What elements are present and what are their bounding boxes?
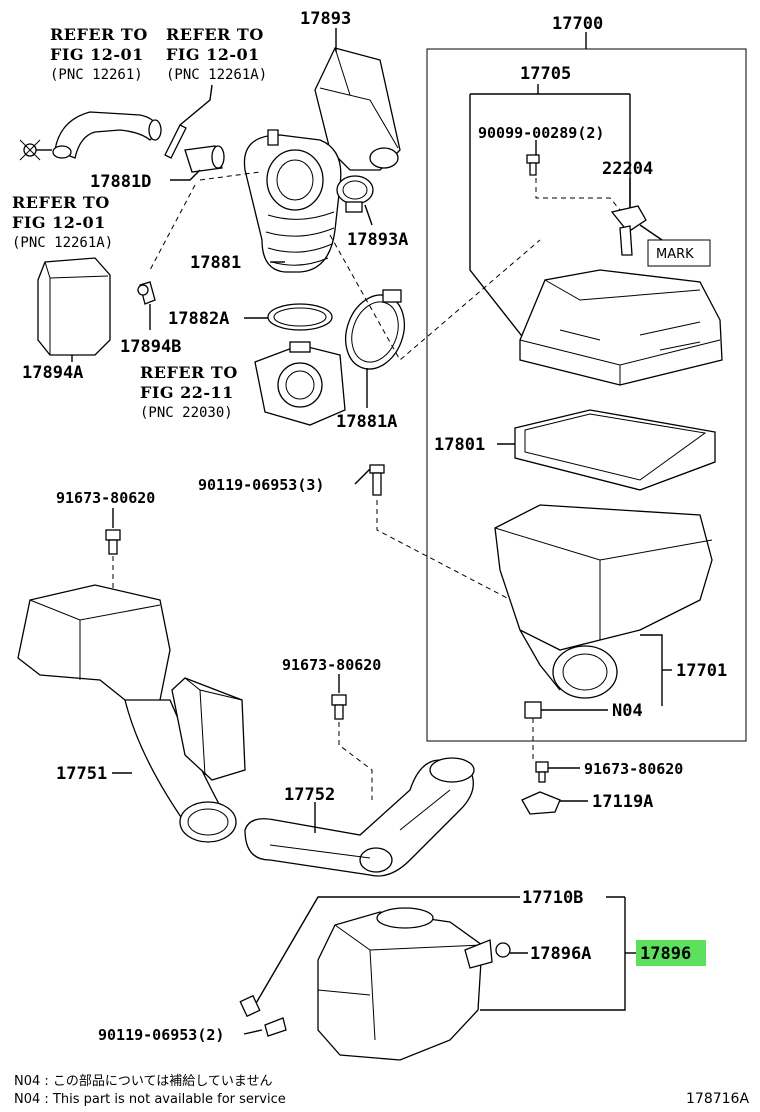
label-17896[interactable]: 17896: [640, 944, 691, 964]
label-mark: MARK: [656, 247, 694, 262]
label-17751[interactable]: 17751: [56, 764, 107, 784]
ref3-line2: FIG 12-01: [12, 213, 106, 232]
bolt-90119-b: [239, 994, 287, 1037]
grommet-N04: [524, 701, 542, 719]
clip-icon: [19, 139, 41, 161]
label-17894B[interactable]: 17894B: [120, 337, 181, 357]
screw-90099: [526, 154, 540, 176]
intake-hose-17881: [243, 129, 342, 273]
label-91673-a[interactable]: 91673-80620: [56, 489, 155, 507]
breather-hose-12261A: [164, 84, 213, 159]
hose-12261: [52, 111, 162, 159]
label-17710B[interactable]: 17710B: [522, 888, 583, 908]
air-cleaner-case-17701: [494, 504, 713, 699]
mark-box: [647, 239, 711, 267]
ref1-line1: REFER TO: [50, 25, 148, 44]
grommet-17896A: [495, 942, 511, 958]
label-17700[interactable]: 17700: [552, 14, 603, 34]
ref4-pnc[interactable]: (PNC 22030): [140, 405, 233, 421]
label-17701[interactable]: 17701: [676, 661, 727, 681]
figure-number: 178716A: [686, 1091, 749, 1107]
label-22204[interactable]: 22204: [602, 159, 653, 179]
note-jp: N04 : この部品については補給していません: [14, 1074, 272, 1089]
ref1-line2: FIG 12-01: [50, 45, 144, 64]
label-17881[interactable]: 17881: [190, 253, 241, 273]
inlet-duct-17751: [17, 584, 246, 843]
label-N04[interactable]: N04: [612, 701, 643, 721]
bolt-91673-a: [105, 529, 121, 555]
label-17752[interactable]: 17752: [284, 785, 335, 805]
bolt-91673-c: [535, 761, 549, 783]
ref4-line1: REFER TO: [140, 363, 238, 382]
air-cleaner-cap-17705: [519, 269, 723, 386]
label-17896A[interactable]: 17896A: [530, 944, 591, 964]
ref3-pnc[interactable]: (PNC 12261A): [12, 235, 113, 251]
connector-17881D: [184, 145, 225, 173]
label-17894A[interactable]: 17894A: [22, 363, 83, 383]
ref2-line2: FIG 12-01: [166, 45, 260, 64]
resonator-17896: [317, 907, 493, 1061]
throttle-body-22030: [254, 341, 346, 426]
label-17705[interactable]: 17705: [520, 64, 571, 84]
label-17881A[interactable]: 17881A: [336, 412, 397, 432]
air-filter-17801: [514, 409, 716, 491]
label-90099[interactable]: 90099-00289(2): [478, 124, 604, 142]
label-17893[interactable]: 17893: [300, 9, 351, 29]
label-91673-c[interactable]: 91673-80620: [584, 760, 683, 778]
ref1-pnc[interactable]: (PNC 12261): [50, 67, 143, 83]
sensor-17894B: [137, 281, 156, 330]
label-17882A[interactable]: 17882A: [168, 309, 229, 329]
label-91673-b[interactable]: 91673-80620: [282, 656, 381, 674]
bolt-90119-a: [369, 464, 385, 496]
label-17119A[interactable]: 17119A: [592, 792, 653, 812]
highlight-17896: [636, 940, 706, 966]
ref2-line1: REFER TO: [166, 25, 264, 44]
cleaner-17894A: [37, 257, 111, 356]
label-90119-b[interactable]: 90119-06953(2): [98, 1026, 224, 1044]
label-17881D[interactable]: 17881D: [90, 172, 151, 192]
duct-17752: [244, 757, 475, 877]
gasket-17882A: [267, 303, 333, 331]
note-en: N04 : This part is not available for ser…: [14, 1092, 286, 1107]
label-17801[interactable]: 17801: [434, 435, 485, 455]
airflow-sensor-22204: [610, 205, 647, 256]
resonator-17893: [314, 47, 401, 171]
label-17893A[interactable]: 17893A: [347, 230, 408, 250]
ref4-line2: FIG 22-11: [140, 383, 234, 402]
label-90119-a[interactable]: 90119-06953(3): [198, 476, 324, 494]
ref2-pnc[interactable]: (PNC 12261A): [166, 67, 267, 83]
bracket-17119A: [521, 791, 561, 815]
ref3-line1: REFER TO: [12, 193, 110, 212]
clamp-17881A: [345, 289, 405, 370]
bolt-91673-b: [331, 694, 347, 720]
clamp-17893A: [336, 175, 374, 213]
bracket-17705: [469, 84, 631, 341]
